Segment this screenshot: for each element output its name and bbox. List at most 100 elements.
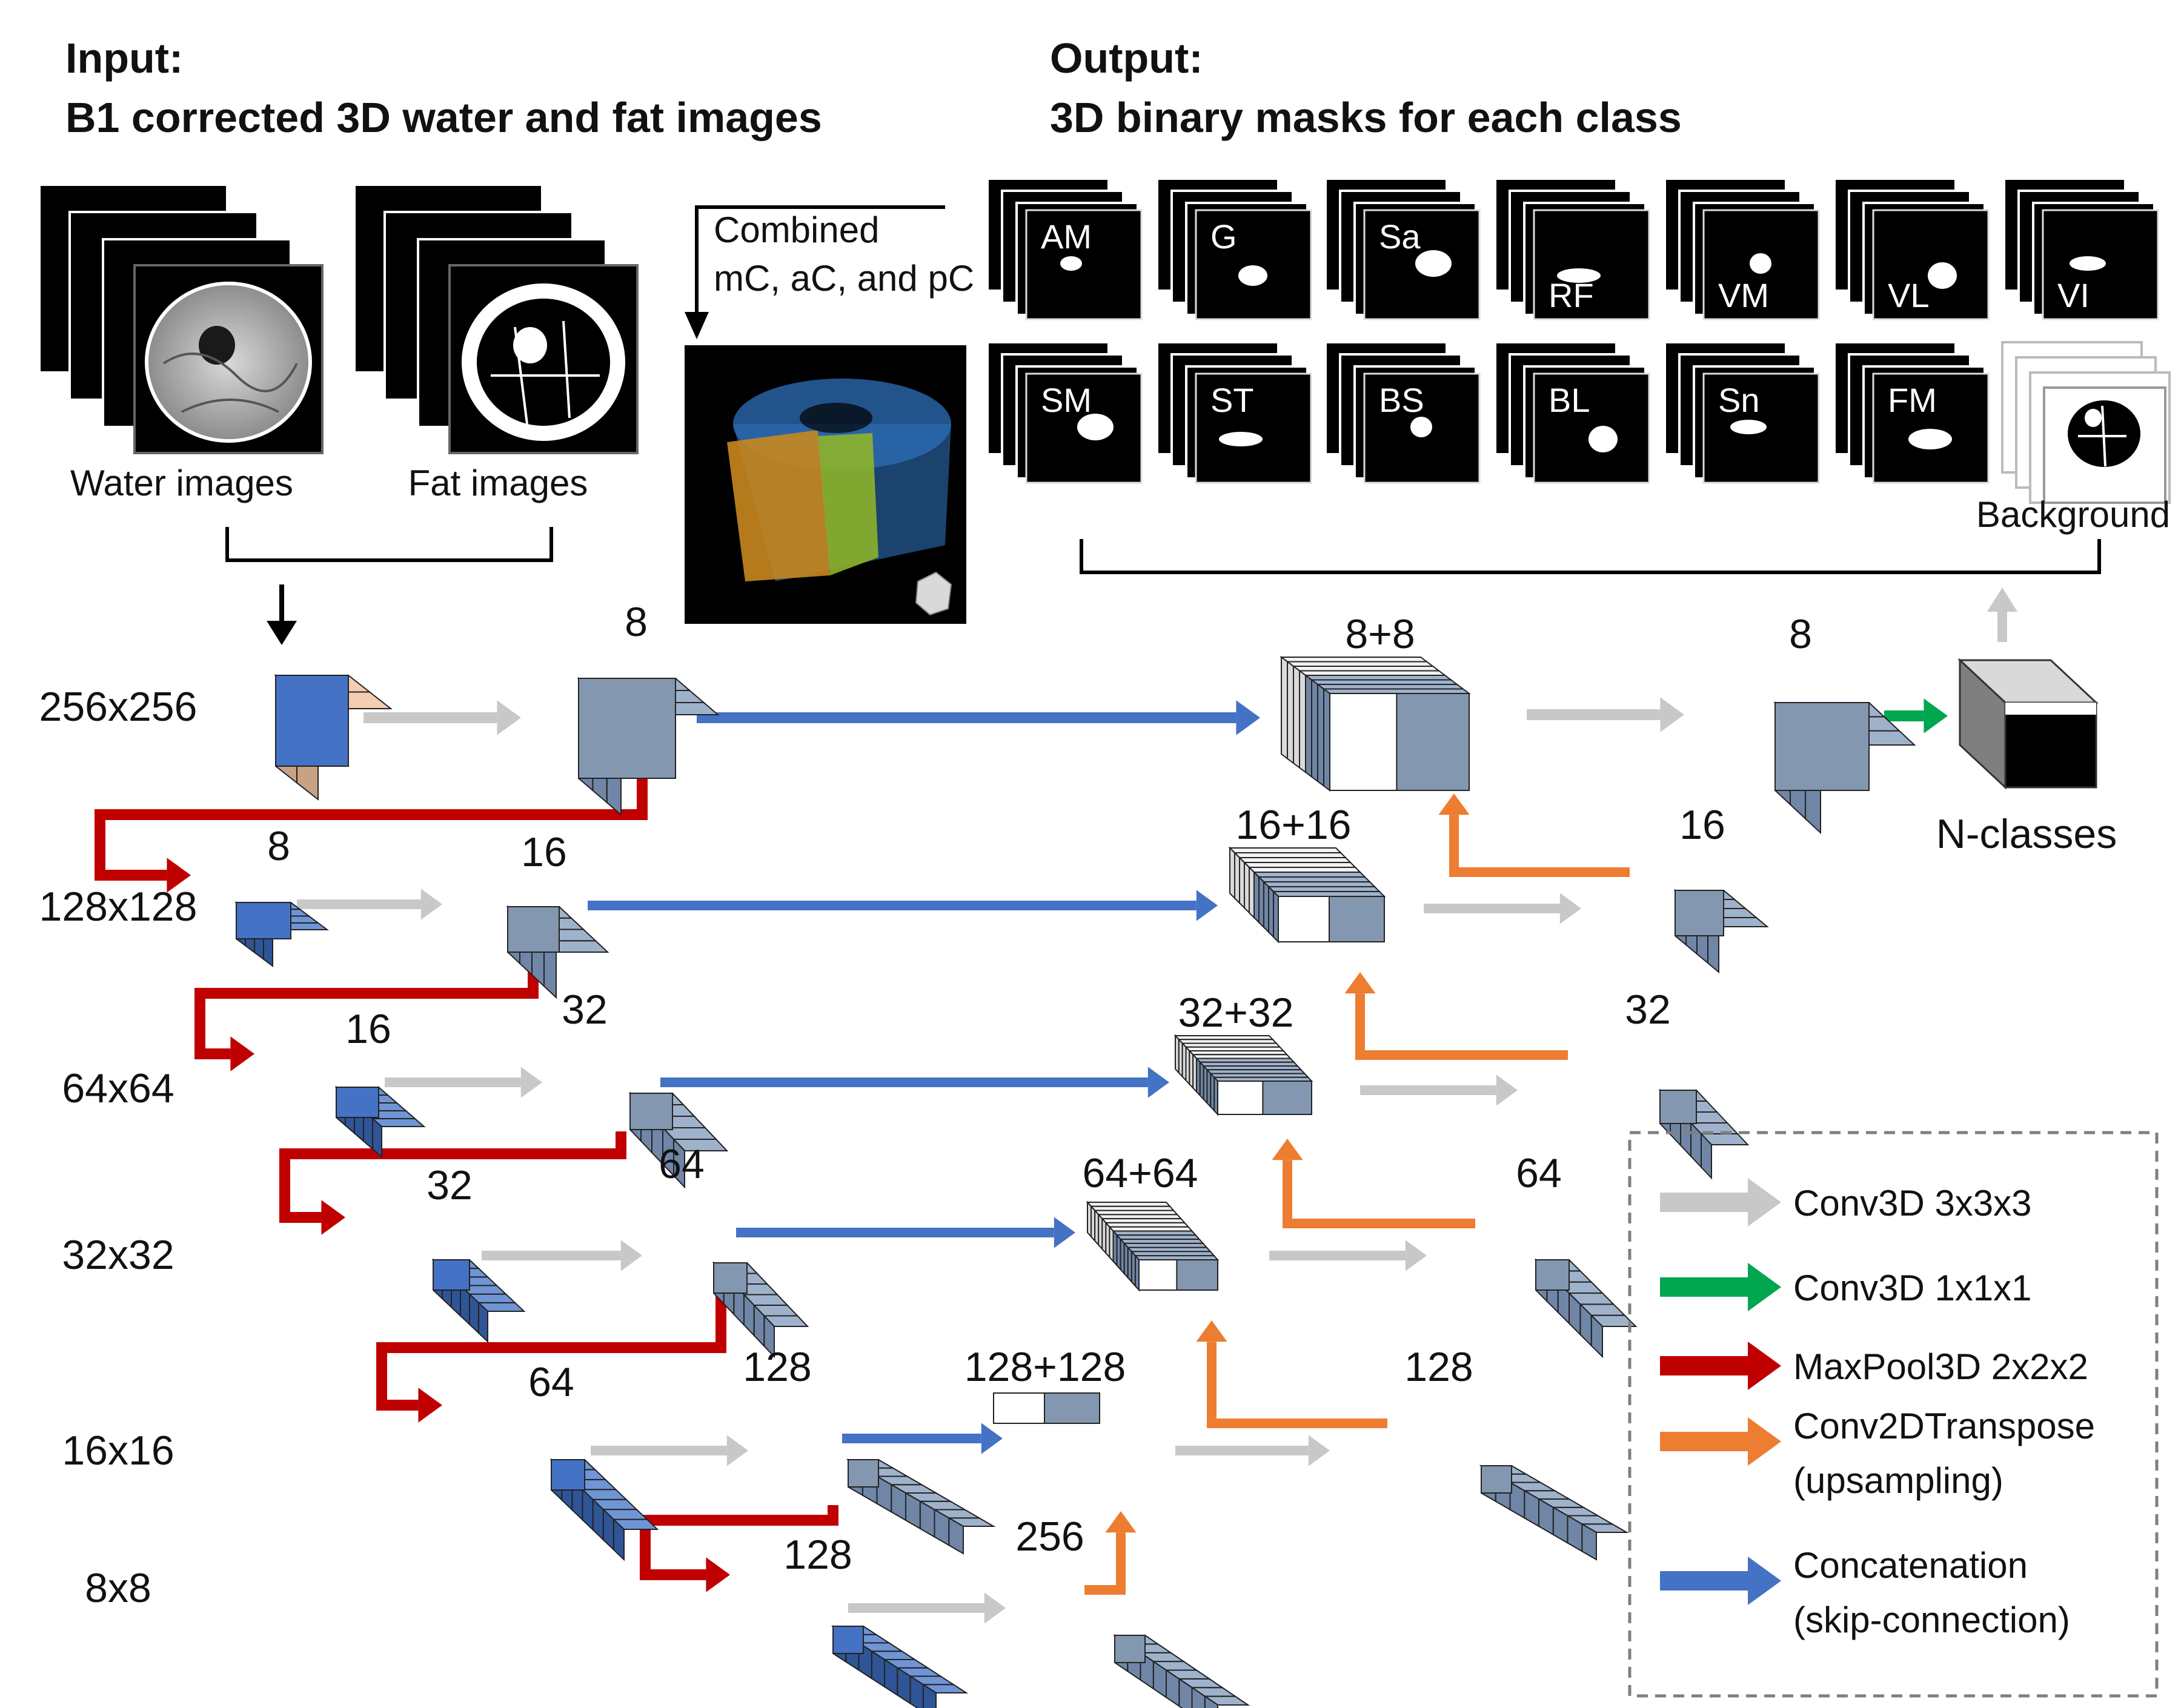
- mask-blob: [1730, 420, 1767, 434]
- concat-arrow-2: [660, 1067, 1169, 1098]
- concat-count-4: 128+128: [964, 1344, 1126, 1390]
- mask-label-fm: FM: [1888, 381, 1937, 419]
- mask-stack-st: ST: [1156, 341, 1312, 484]
- legend-item-1: Conv3D 1x1x1: [1660, 1263, 2032, 1311]
- up-arrow-3: [1272, 1139, 1475, 1228]
- mask-stack-vm: VM: [1664, 177, 1820, 320]
- mask-label-vm: VM: [1718, 276, 1769, 314]
- resolution-label-64x64: 64x64: [62, 1065, 174, 1111]
- mask-stack-fm: FM: [1833, 341, 1990, 484]
- mask-blob: [1410, 417, 1432, 437]
- concat-count-0: 8+8: [1345, 611, 1415, 657]
- resolution-label-128x128: 128x128: [39, 884, 198, 930]
- concat-arrow-1: [588, 890, 1218, 921]
- mask-label-bs: BS: [1379, 381, 1424, 419]
- concat-count-3: 64+64: [1083, 1150, 1198, 1196]
- mask-blob: [1588, 426, 1618, 452]
- enc-block-3: [712, 1261, 809, 1359]
- enc-count-2: 32: [562, 987, 608, 1033]
- dec-count-3: 64: [1516, 1150, 1562, 1196]
- enc-in-block-2: [334, 1085, 426, 1159]
- output-heading: Output:: [1050, 35, 1203, 82]
- bottleneck-count: 256: [1015, 1514, 1084, 1560]
- legend-swatch-bar: [1660, 1356, 1748, 1375]
- pool-arrow-2: [194, 955, 539, 1071]
- enc-block-1: [506, 905, 609, 999]
- dec-block-1: [1673, 889, 1769, 974]
- legend-item-3: Conv2DTranspose(upsampling): [1660, 1406, 2095, 1501]
- mask-stack-sm: SM: [986, 341, 1143, 484]
- mask-blob: [2070, 256, 2106, 271]
- enc-count-1: 16: [521, 829, 567, 875]
- conv-arrow-5: [848, 1592, 1006, 1624]
- fat-images-label: Fat images: [408, 463, 588, 503]
- dec-block-4: [1479, 1465, 1629, 1561]
- concat-block-4-base: [993, 1392, 1100, 1424]
- dec-count-1: 16: [1679, 802, 1725, 848]
- up-arrow-5: [1084, 1511, 1137, 1595]
- mask-stack-sa: Sa: [1324, 177, 1481, 320]
- background-mask-stack: [2001, 341, 2171, 504]
- dec-block-0: [1773, 701, 1916, 835]
- legend-item-0: Conv3D 3x3x3: [1660, 1178, 2032, 1226]
- mask-blob: [1750, 253, 1771, 274]
- fat-image-stack: [353, 184, 639, 454]
- concat-block-0: [1280, 656, 1471, 792]
- mask-stack-g: G: [1156, 177, 1312, 320]
- mask-stack-bl: BL: [1494, 341, 1650, 484]
- enc-in-count-3: 32: [427, 1162, 473, 1208]
- enc-in-block-4: [549, 1458, 659, 1561]
- legend-label: Conv3D 1x1x1: [1793, 1268, 2032, 1308]
- enc-in-block-1: [234, 901, 329, 967]
- mask-label-bl: BL: [1549, 381, 1590, 419]
- output-subheading: 3D binary masks for each class: [1050, 94, 1682, 141]
- conv-arrow-2b: [1360, 1074, 1518, 1106]
- up-arrow-4: [1196, 1320, 1387, 1428]
- n-classes-block: [1957, 658, 2099, 790]
- n-classes-label: N-classes: [1936, 811, 2117, 857]
- conv-arrow-0b: [1527, 697, 1684, 732]
- network-arrows: [95, 697, 1948, 1624]
- enc-block-2: [628, 1091, 729, 1189]
- legend-item-4: Concatenation(skip-connection): [1660, 1545, 2070, 1640]
- mask-blob: [1060, 256, 1082, 271]
- mask-label-rf: RF: [1549, 276, 1594, 314]
- legend-label: Conv2DTranspose: [1793, 1406, 2095, 1446]
- mask-blob: [1077, 414, 1114, 440]
- legend-swatch-bar: [1660, 1193, 1748, 1212]
- mask-stack-rf: RF: [1494, 177, 1650, 320]
- mask-blob: [1908, 429, 1952, 449]
- dec-count-4: 128: [1404, 1344, 1473, 1390]
- mask-stack-vl: VL: [1833, 177, 1990, 320]
- enc-in-count-1: 8: [267, 823, 290, 869]
- concat-arrow-0: [697, 700, 1260, 735]
- mask-label-g: G: [1210, 217, 1237, 256]
- conv-arrow-4b: [1175, 1435, 1330, 1466]
- combined-3d-render: [685, 345, 966, 624]
- concat-block-2: [1173, 1034, 1313, 1116]
- mask-label-sa: Sa: [1379, 217, 1421, 256]
- mask-label-vl: VL: [1888, 276, 1930, 314]
- mask-label-vi: VI: [2057, 276, 2090, 314]
- concat-block-1: [1228, 846, 1386, 944]
- mask-blob: [1219, 432, 1263, 446]
- conv-arrow-1a: [297, 889, 442, 920]
- background-label: Background: [1976, 494, 2170, 535]
- legend-swatch-bar: [1660, 1432, 1748, 1451]
- concat-arrow-3: [736, 1217, 1075, 1248]
- legend-swatch-bar: [1660, 1571, 1748, 1590]
- dec-count-2: 32: [1625, 987, 1671, 1033]
- enc-block-0: [577, 677, 720, 816]
- enc-in-block-5: [831, 1625, 969, 1708]
- input-block: [274, 674, 393, 801]
- conv-arrow-4a: [591, 1435, 748, 1466]
- conv-arrow-3b: [1269, 1240, 1427, 1271]
- enc-in-count-4: 64: [528, 1359, 574, 1405]
- legend-label-2: (skip-connection): [1793, 1600, 2070, 1640]
- combined-arrow: [695, 205, 945, 315]
- mask-stack-am: AM: [986, 177, 1143, 320]
